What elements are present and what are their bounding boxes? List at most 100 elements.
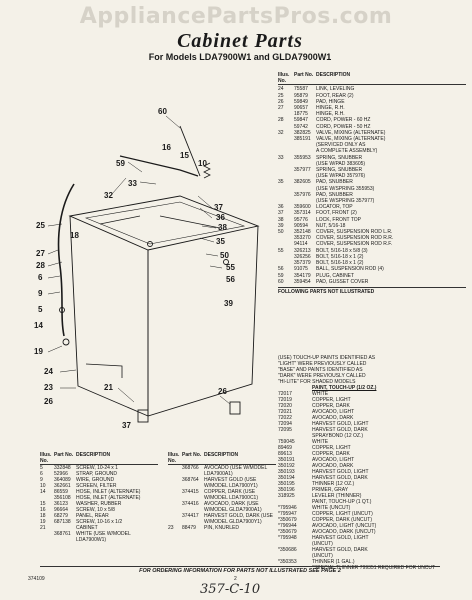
rear-foot bbox=[229, 401, 241, 415]
table-cell: HARVEST GOLD, LIGHT bbox=[312, 421, 369, 427]
table-row: (UNCUT) bbox=[278, 541, 466, 547]
table-cell: 352148 bbox=[294, 229, 311, 236]
callout-36: 36 bbox=[216, 213, 225, 222]
table-cell bbox=[40, 537, 54, 543]
table-cell: FOOT, REAR (2) bbox=[316, 92, 354, 99]
table-cell: LEVELER (THINNER) bbox=[312, 493, 362, 499]
table-cell: HARVEST GOLD, DARK bbox=[312, 475, 368, 481]
callout-15: 15 bbox=[180, 151, 189, 160]
table-cell: 59847 bbox=[294, 117, 308, 124]
col-illus: Illus. No. bbox=[40, 452, 52, 464]
callout-55: 55 bbox=[226, 263, 235, 272]
table-cell: 382605 bbox=[294, 179, 311, 186]
table-row: 368764 HARVEST GOLD (USE bbox=[168, 477, 276, 483]
paint-intro-line: "HI-LITE" FOR SHADED MODELS bbox=[278, 379, 356, 385]
callout-28: 28 bbox=[36, 261, 45, 270]
cabinet-right-side bbox=[147, 225, 259, 417]
table-cell: NUT, 5/16-18 bbox=[316, 222, 346, 229]
table-cell: WASHER, RUBBER bbox=[76, 501, 122, 507]
table-cell: 357976 bbox=[294, 191, 311, 198]
table-cell: SCREW, 10 x 5/8 bbox=[76, 507, 115, 513]
callout-26-foot: 26 bbox=[218, 387, 227, 396]
table-cell: COPPER, DARK (USE bbox=[204, 489, 256, 495]
table-cell: 60 bbox=[278, 278, 284, 285]
table-cell: BALL, SUSPENSION ROD (4) bbox=[316, 266, 384, 273]
table-cell: 359454 bbox=[294, 278, 311, 285]
table-cell: THINNER (1 GAL.) bbox=[312, 559, 355, 565]
table-cell: 350194 bbox=[278, 475, 295, 481]
bolt-right bbox=[223, 259, 229, 265]
table-cell: 368764 bbox=[182, 477, 199, 483]
table-cell: LOCATOR, TOP bbox=[316, 204, 353, 211]
callout-14: 14 bbox=[34, 321, 43, 330]
table-cell: PAINT, TOUCH-UP (1 QT.) bbox=[312, 499, 372, 505]
table-cell: W/MODEL LDA7900C1) bbox=[204, 495, 258, 501]
paint-intro-line: (USE) TOUCH-UP PAINTS IDENTIFIED AS bbox=[278, 355, 376, 361]
table-cell: 382825 bbox=[294, 129, 311, 136]
table-cell: 68279 bbox=[54, 513, 68, 519]
table-cell: PAD, SNUBBER bbox=[316, 191, 353, 198]
table-cell: AVOCADO (USE W/MODEL bbox=[204, 465, 268, 471]
callout-23: 23 bbox=[44, 383, 53, 392]
table-cell: COPPER, LIGHT bbox=[312, 397, 351, 403]
table-cell: AVOCADO, LIGHT bbox=[312, 409, 355, 415]
table-cell: 90657 bbox=[294, 105, 308, 112]
table-cell: BOLT, 5/16-18 x 1 (2) bbox=[316, 260, 364, 267]
document-number: 374109 bbox=[28, 576, 45, 582]
callout-6: 6 bbox=[38, 273, 43, 282]
table-cell: 357977 bbox=[294, 167, 311, 174]
table-cell: 86559 bbox=[54, 489, 68, 495]
table-cell: 38 bbox=[278, 216, 284, 223]
table-cell: SCREW, 10-24 x 1 bbox=[76, 465, 118, 471]
table-cell: SPRING, SNUBBER bbox=[316, 167, 363, 174]
table-cell: HOSE, INLET (ALTERNATE) bbox=[76, 489, 141, 495]
table-cell: WHITE (UNCUT) bbox=[312, 505, 351, 511]
table-cell: 72094 bbox=[278, 421, 292, 427]
cabinet-exploded-diagram: 60 59 33 32 37 36 38 35 50 55 56 39 25 2… bbox=[34, 107, 260, 430]
table-cell: 72017 bbox=[278, 391, 292, 397]
bottom-left-header: Illus. No. Part No. DESCRIPTION bbox=[40, 452, 158, 465]
table-cell: (UNCUT) bbox=[312, 553, 333, 559]
paint-intro-line: "BASE" AND PAINTS IDENTIFIED AS bbox=[278, 367, 363, 373]
table-cell: COPPER, DARK (UNCUT) bbox=[312, 517, 373, 523]
table-cell: 19 bbox=[40, 519, 46, 525]
table-cell: BOLT, 5/16-18 x 1 (2) bbox=[316, 253, 364, 260]
table-cell: 39 bbox=[278, 222, 284, 229]
watermark: AppliancePartsPros.com bbox=[79, 4, 393, 29]
table-cell: 28 bbox=[278, 117, 284, 124]
table-cell: 50 bbox=[278, 229, 284, 236]
table-row: 318925 LEVELER (THINNER) bbox=[278, 493, 466, 499]
table-cell: *SPECIAL THINNER 799351 REQUIRED FOR UNC… bbox=[312, 565, 436, 571]
table-cell: HARVEST GOLD, LIGHT bbox=[312, 469, 369, 475]
table-cell: *795946 bbox=[278, 505, 297, 511]
table-cell: 385191 bbox=[294, 136, 311, 143]
table-cell: 318925 bbox=[278, 493, 295, 499]
table-row: *SPECIAL THINNER 799351 REQUIRED FOR UNC… bbox=[278, 565, 466, 571]
table-cell: 75587 bbox=[294, 86, 308, 93]
table-cell: HARVEST GOLD (USE bbox=[204, 477, 257, 483]
callout-37: 37 bbox=[214, 203, 223, 212]
table-cell: *350679 bbox=[278, 529, 297, 535]
